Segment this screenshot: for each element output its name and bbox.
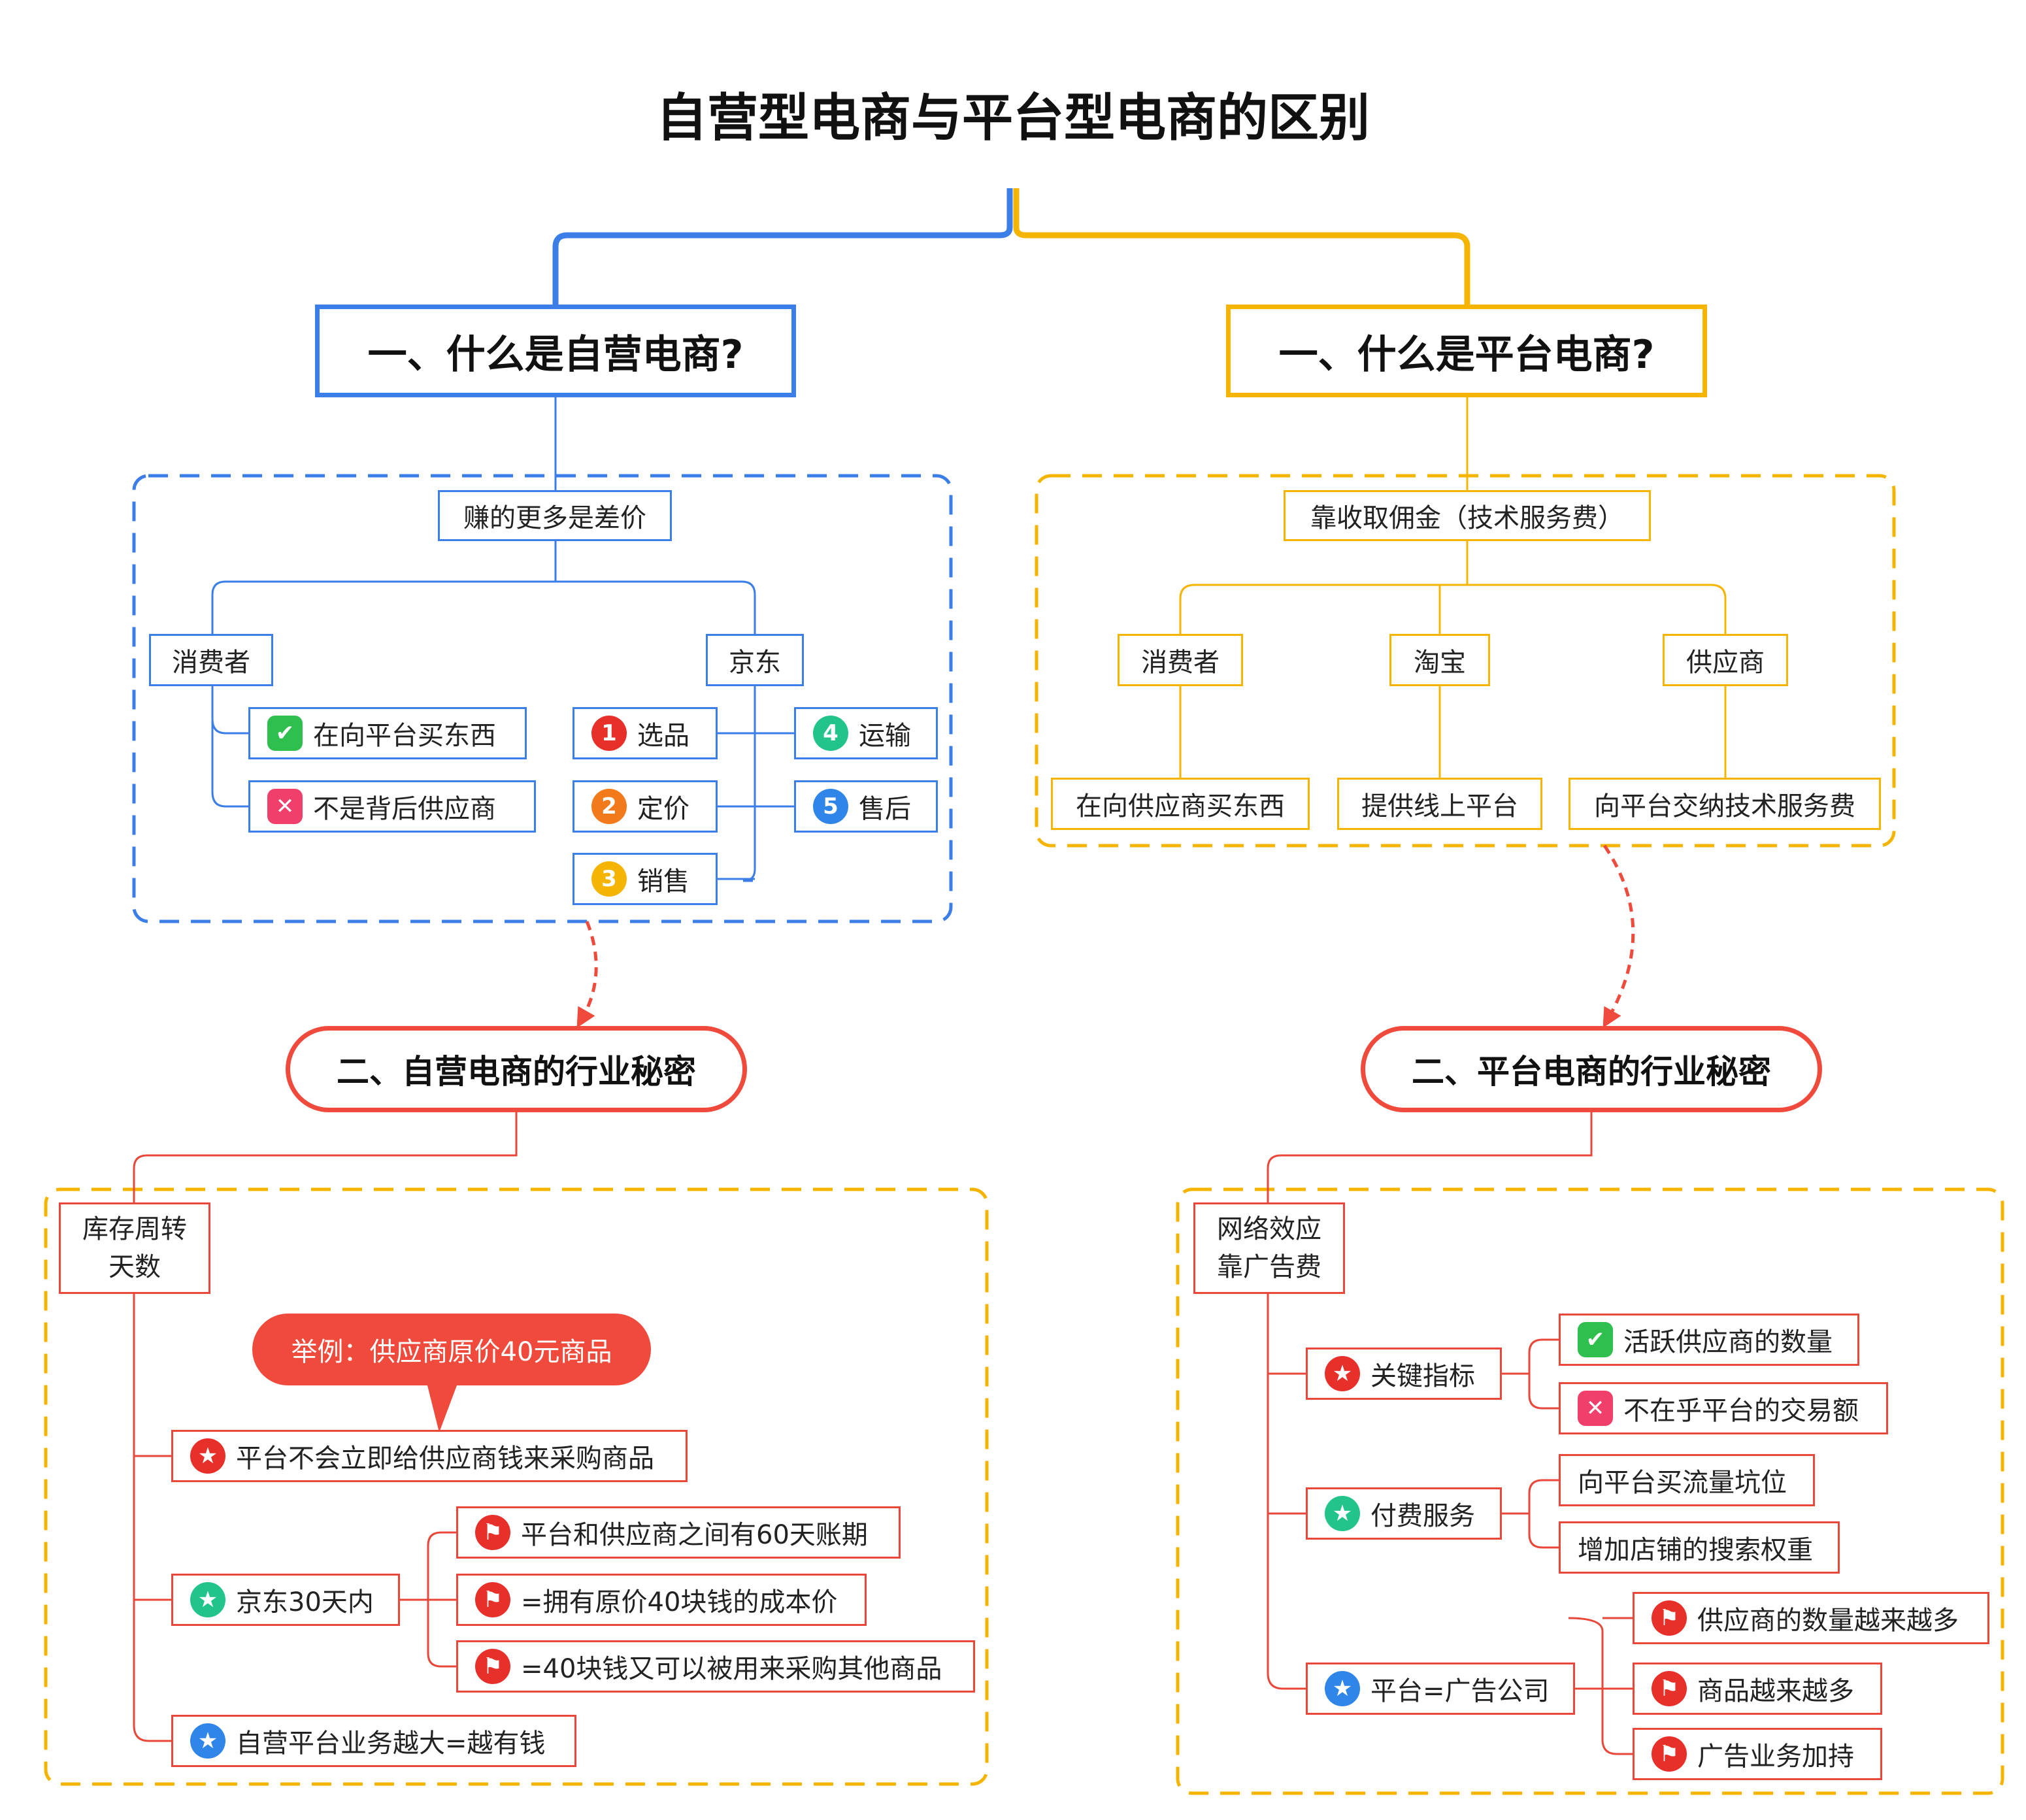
network-node: 网络效应靠广告费 [1193, 1202, 1345, 1294]
right-col-label: 淘宝 [1389, 634, 1490, 686]
number-2-icon: 2 [591, 789, 627, 824]
node-text: 关键指标 [1370, 1361, 1475, 1391]
number-1-icon: 1 [591, 716, 627, 751]
number-5-icon: 5 [813, 789, 848, 824]
right-col-child: 向平台交纳技术服务费 [1569, 778, 1881, 830]
key-item: ✔ 活跃供应商的数量 [1559, 1314, 1859, 1366]
right-heading: 一、什么是平台电商? [1226, 305, 1707, 397]
key-metric-node: ★ 关键指标 [1306, 1348, 1502, 1400]
step-node: 3 销售 [573, 853, 718, 905]
ad-item: ⚑ 商品越来越多 [1633, 1663, 1882, 1715]
node-text: 平台=广告公司 [1370, 1676, 1550, 1706]
flag-icon: ⚑ [475, 1649, 510, 1684]
flag-icon: ⚑ [475, 1582, 510, 1617]
cross-icon: ✕ [267, 789, 303, 824]
node-text: 平台不会立即给供应商钱来采购商品 [236, 1444, 654, 1474]
star-badge-icon: ★ [1325, 1496, 1360, 1531]
step-node: 1 选品 [573, 707, 718, 759]
star-badge-icon: ★ [190, 1438, 225, 1474]
jd30-node: ★ 京东30天内 [171, 1574, 400, 1626]
inventory-node: 库存周转天数 [59, 1202, 210, 1294]
step-text: 售后 [859, 794, 911, 824]
check-icon: ✔ [1578, 1322, 1613, 1357]
branch-left-line [552, 188, 1013, 306]
node-text: 京东30天内 [236, 1587, 374, 1617]
right-secret-heading: 二、平台电商的行业秘密 [1361, 1026, 1822, 1112]
page-title: 自营型电商与平台型电商的区别 [656, 89, 1370, 148]
right-col-child: 在向供应商买东西 [1051, 778, 1310, 830]
left-heading: 一、什么是自营电商? [315, 305, 796, 397]
item-text: 不是背后供应商 [313, 794, 496, 824]
node-text: 平台和供应商之间有60天账期 [521, 1520, 868, 1550]
star-badge-icon: ★ [1325, 1671, 1360, 1706]
flag-icon: ⚑ [1652, 1671, 1687, 1706]
ad-item: ⚑ 广告业务加持 [1633, 1728, 1882, 1780]
node-text: 付费服务 [1370, 1501, 1475, 1531]
bigger-node: ★ 自营平台业务越大=越有钱 [171, 1715, 576, 1767]
right-secret-frame [1176, 1187, 2004, 1795]
check-icon: ✔ [267, 716, 303, 751]
left-root-node: 赚的更多是差价 [438, 490, 672, 541]
key-item: ✕ 不在乎平台的交易额 [1559, 1382, 1888, 1434]
left-arrow [576, 921, 598, 1029]
step-text: 运输 [859, 721, 911, 751]
star-badge-icon: ★ [190, 1723, 225, 1759]
right-root-node: 靠收取佣金（技术服务费） [1284, 490, 1651, 541]
step-text: 定价 [637, 794, 689, 824]
paid-item: 增加店铺的搜索权重 [1559, 1521, 1840, 1574]
ad-node: ★ 平台=广告公司 [1306, 1663, 1575, 1715]
jd30-item: ⚑ =40块钱又可以被用来采购其他商品 [456, 1640, 975, 1693]
left-secret-heading: 二、自营电商的行业秘密 [286, 1026, 747, 1112]
step-node: 5 售后 [794, 780, 938, 833]
star-badge-icon: ★ [190, 1582, 225, 1617]
node-text: =40块钱又可以被用来采购其他商品 [521, 1654, 942, 1684]
platform-no-pay-node: ★ 平台不会立即给供应商钱来采购商品 [171, 1430, 688, 1482]
step-text: 选品 [637, 721, 689, 751]
ad-item: ⚑ 供应商的数量越来越多 [1633, 1592, 1989, 1644]
right-col-child: 提供线上平台 [1337, 778, 1542, 830]
right-def-frame [1035, 474, 1896, 848]
jd30-item: ⚑ 平台和供应商之间有60天账期 [456, 1506, 901, 1559]
example-callout: 举例：供应商原价40元商品 [252, 1314, 651, 1385]
right-col-label: 供应商 [1663, 634, 1788, 686]
number-4-icon: 4 [813, 716, 848, 751]
left-consumer-node: 消费者 [149, 634, 273, 686]
jd30-item: ⚑ =拥有原价40块钱的成本价 [456, 1574, 867, 1626]
right-col-label: 消费者 [1118, 634, 1243, 686]
node-text: 不在乎平台的交易额 [1623, 1396, 1859, 1426]
node-text: =拥有原价40块钱的成本价 [521, 1587, 838, 1617]
left-consumer-item: ✕ 不是背后供应商 [248, 780, 536, 833]
step-text: 销售 [637, 867, 689, 897]
left-secret-frame [44, 1187, 989, 1786]
left-jd-node: 京东 [706, 634, 804, 686]
flag-icon: ⚑ [1652, 1600, 1687, 1636]
node-text: 广告业务加持 [1697, 1742, 1854, 1772]
node-text: 供应商的数量越来越多 [1697, 1606, 1959, 1636]
right-arrow [1603, 844, 1635, 1029]
item-text: 在向平台买东西 [313, 721, 496, 751]
paid-item: 向平台买流量坑位 [1559, 1454, 1815, 1506]
star-badge-icon: ★ [1325, 1356, 1360, 1391]
step-node: 4 运输 [794, 707, 938, 759]
paid-node: ★ 付费服务 [1306, 1487, 1502, 1540]
callout-tail [426, 1380, 459, 1432]
step-node: 2 定价 [573, 780, 718, 833]
number-3-icon: 3 [591, 861, 627, 897]
flag-icon: ⚑ [1652, 1736, 1687, 1772]
left-consumer-item: ✔ 在向平台买东西 [248, 707, 527, 759]
node-text: 商品越来越多 [1697, 1676, 1854, 1706]
node-text: 自营平台业务越大=越有钱 [236, 1729, 546, 1759]
flag-icon: ⚑ [475, 1515, 510, 1550]
cross-icon: ✕ [1578, 1391, 1613, 1426]
left-def-frame [132, 474, 953, 923]
node-text: 活跃供应商的数量 [1623, 1327, 1833, 1357]
branch-right-line [1013, 188, 1470, 306]
